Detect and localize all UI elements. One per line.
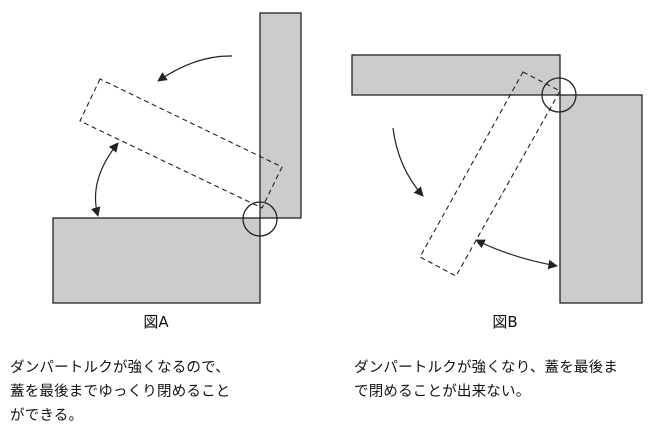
- figure-b-lid-dashed: [419, 71, 561, 277]
- figure-b-gap-arrow: [475, 239, 558, 270]
- figure-a-open-lid: [259, 12, 302, 219]
- figure-a-caption: ダンパートルクが強くなるので、 蓋を最後までゆっくり閉めること ができる。: [10, 356, 231, 428]
- figure-a-caption-line: ダンパートルクが強くなるので、: [10, 360, 230, 376]
- figure-a-lid-dashed-midway: [79, 78, 283, 209]
- figure-a-closing-arrow: [157, 55, 233, 82]
- figure-b-hinge-circle: [541, 77, 577, 113]
- figure-b-side-panel: [559, 94, 643, 304]
- figure-a-label: 図A: [143, 313, 169, 331]
- figure-b-caption-line: で閉めることが出来ない。: [354, 384, 531, 400]
- figure-b-caption: ダンパートルクが強くなり、蓋を最後ま で閉めることが出来ない。: [354, 356, 618, 404]
- figure-b-caption-line: ダンパートルクが強くなり、蓋を最後ま: [354, 360, 619, 376]
- figure-b-label: 図B: [492, 313, 518, 331]
- figure-a-gap-arrow: [91, 142, 119, 217]
- figure-a: [52, 12, 302, 304]
- figure-a-hinge-circle: [242, 201, 278, 237]
- figure-a-base-panel: [52, 217, 261, 304]
- figure-b: [351, 54, 643, 304]
- figure-a-caption-line: ができる。: [10, 408, 84, 424]
- figure-b-rotate-arrow: [392, 127, 424, 197]
- figure-a-caption-line: 蓋を最後までゆっくり閉めること: [10, 384, 231, 400]
- figure-b-top-panel: [351, 54, 561, 96]
